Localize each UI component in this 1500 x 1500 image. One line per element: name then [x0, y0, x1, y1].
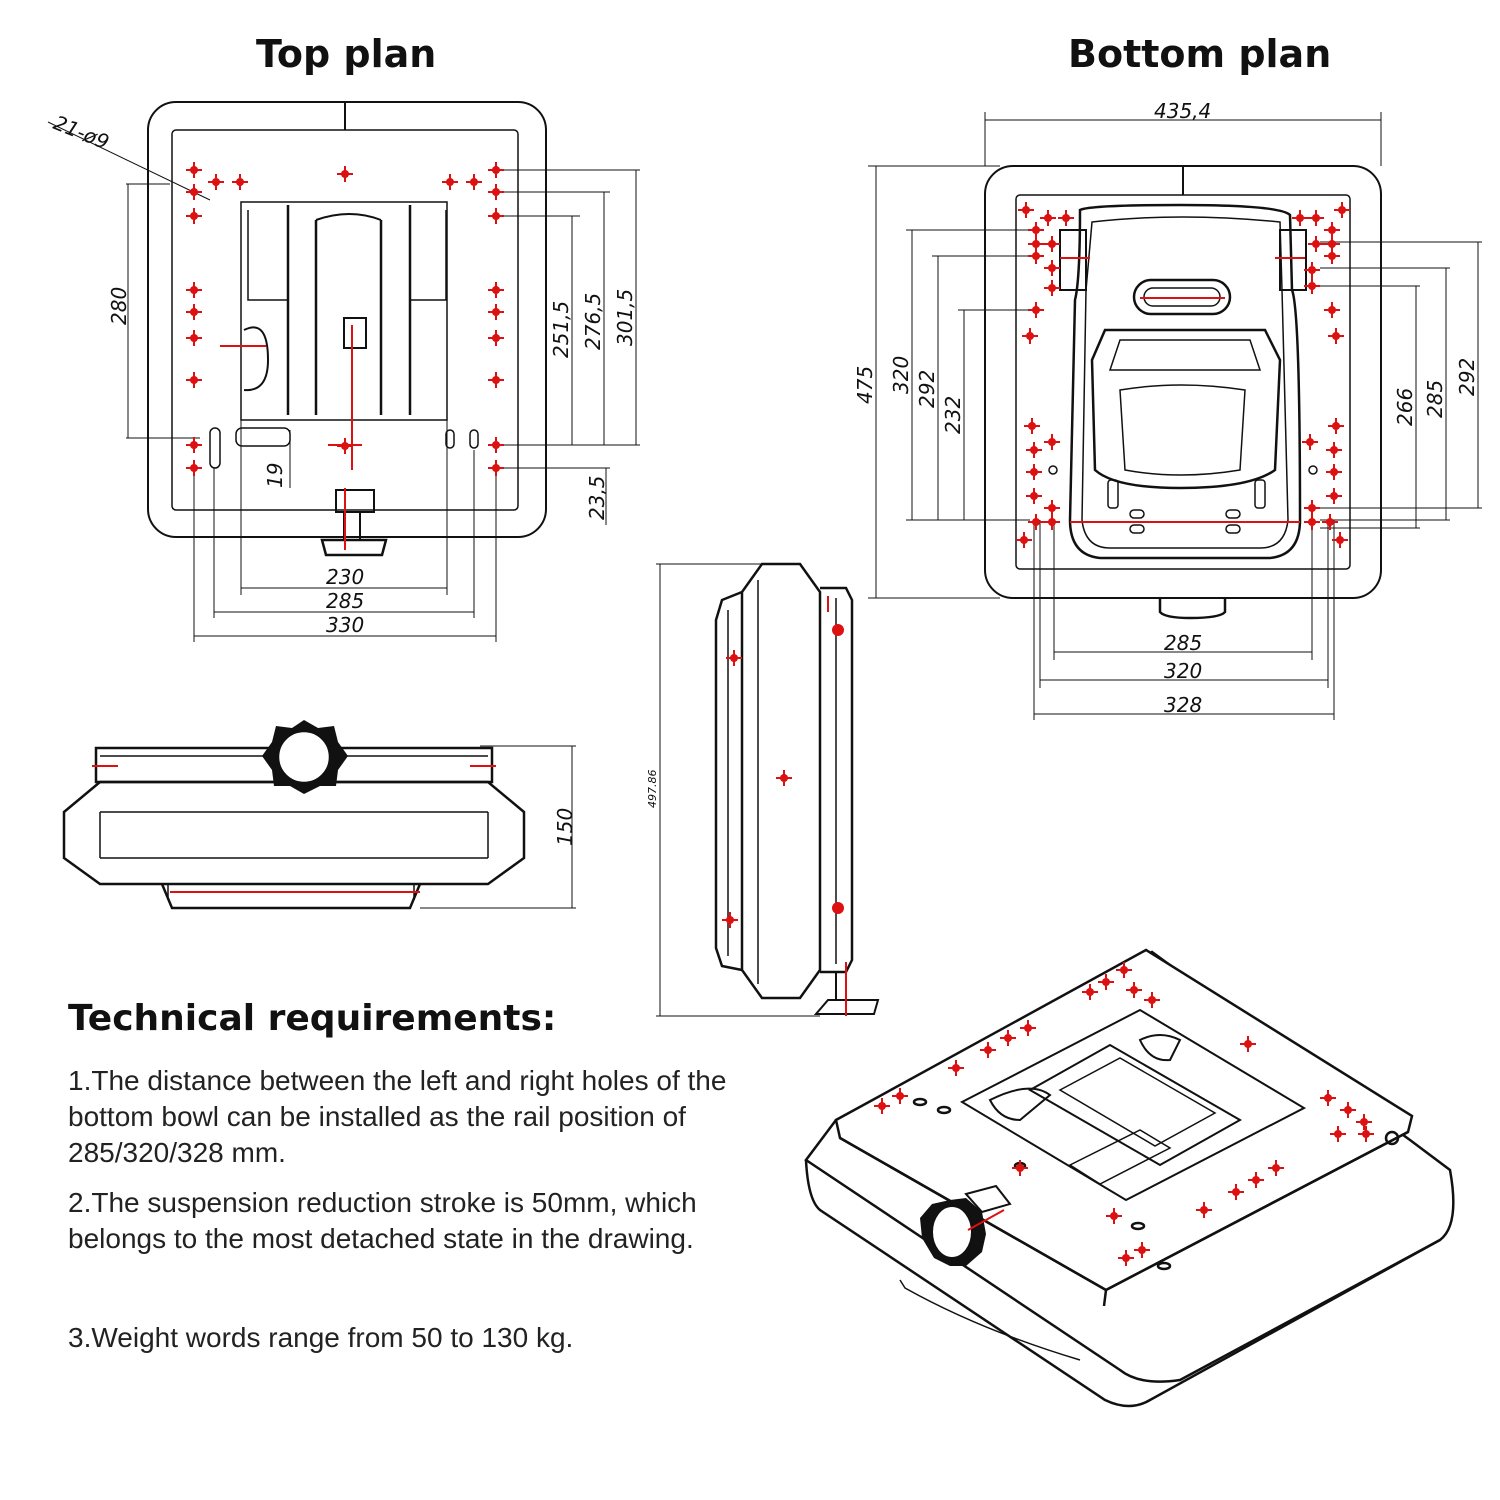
isometric-knob [920, 1184, 1012, 1266]
dim-285-vertical: 285 [1423, 380, 1447, 418]
requirement-item-2: 2.The suspension reduction stroke is 50m… [68, 1187, 697, 1254]
bottom-plan-centerlines [1060, 257, 1305, 523]
side-view [656, 562, 880, 1017]
side-view-markers [721, 596, 847, 1016]
dim-292-right: 292 [1455, 358, 1479, 396]
bottom-plan-view [868, 112, 1482, 720]
dim-475: 475 [853, 366, 877, 404]
requirement-item-1: 1.The distance between the left and righ… [68, 1065, 727, 1168]
dim-285-bottom: 285 [1164, 631, 1202, 655]
dim-301-5: 301,5 [613, 289, 637, 346]
top-plan-view [47, 101, 640, 642]
dim-497-86: 497.86 [646, 770, 659, 809]
front-view-knob [262, 720, 348, 794]
front-view-centerlines [92, 765, 496, 893]
dim-150: 150 [553, 808, 577, 846]
technical-requirements-heading: Technical requirements: [68, 998, 557, 1039]
dim-292-left: 292 [915, 370, 939, 408]
dim-230: 230 [326, 565, 364, 589]
dim-328: 328 [1164, 693, 1202, 717]
dim-320-bottom: 320 [1164, 659, 1202, 683]
isometric-centerline [967, 1209, 1005, 1231]
dim-251-5: 251,5 [549, 301, 573, 358]
bottom-plan-title: Bottom plan [1068, 32, 1332, 76]
top-plan-title: Top plan [256, 32, 437, 76]
dim-19: 19 [263, 463, 287, 488]
requirement-item-3: 3.Weight words range from 50 to 130 kg. [68, 1322, 574, 1353]
dim-320-vertical: 320 [889, 356, 913, 394]
dim-285-top: 285 [326, 589, 364, 613]
dim-232: 232 [941, 396, 965, 434]
dim-280: 280 [107, 287, 131, 325]
dim-holes-label: 21-ø9 [50, 110, 112, 154]
dim-276-5: 276,5 [581, 293, 605, 350]
dim-435-4: 435,4 [1154, 99, 1211, 123]
dim-266: 266 [1393, 388, 1417, 426]
dim-330: 330 [326, 613, 364, 637]
isometric-view [804, 948, 1455, 1408]
dim-23-5: 23,5 [585, 475, 609, 520]
